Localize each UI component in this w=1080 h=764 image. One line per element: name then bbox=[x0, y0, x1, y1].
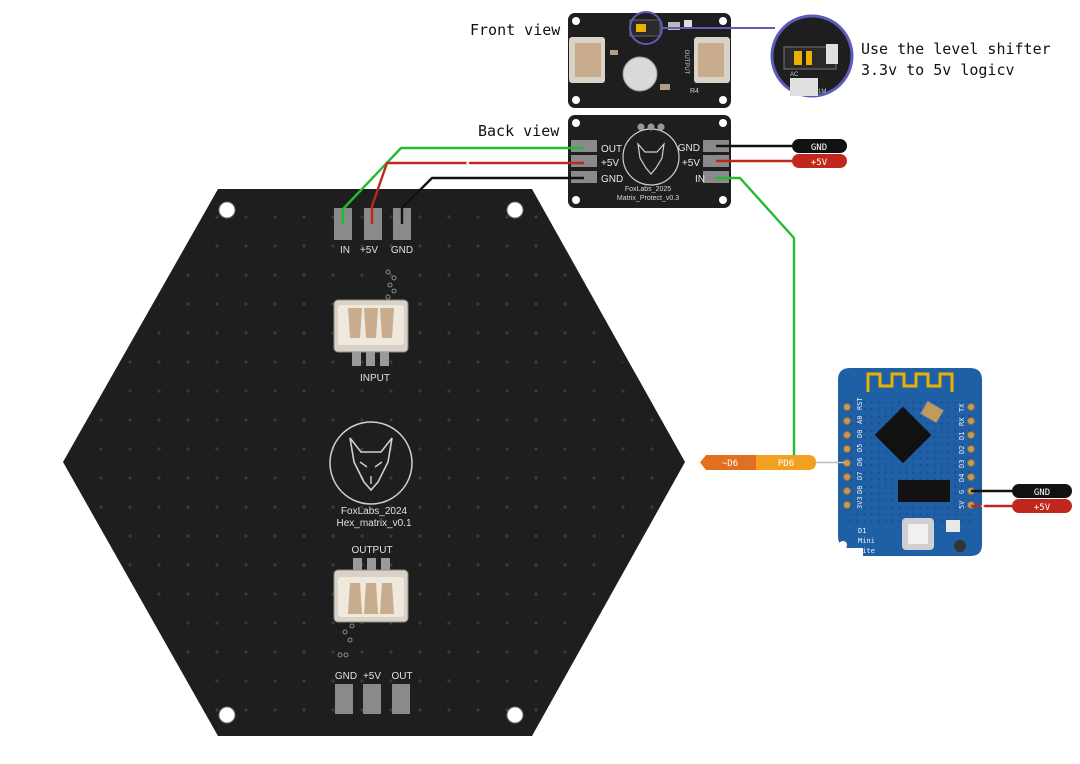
back-right-label-gnd: GND bbox=[678, 143, 700, 154]
pad-label-out: OUT bbox=[391, 671, 412, 682]
wire-tags: GND +5V GND +5V bbox=[792, 139, 1072, 513]
wire-data-d6 bbox=[716, 176, 796, 455]
hex-brand-line2: Hex_matrix_v0.1 bbox=[336, 518, 411, 529]
back-right-label-5v: +5V bbox=[682, 158, 700, 169]
pad-label-gnd: GND bbox=[391, 245, 413, 256]
wemos-pin-d8: D8 bbox=[856, 486, 864, 494]
protect-brand-line2: Matrix_Protect_v0.3 bbox=[617, 195, 679, 202]
wemos-pin-g: G bbox=[958, 490, 966, 494]
flag-pin-tilde-d6: ~D6 bbox=[722, 459, 738, 469]
hex-matrix-board: IN +5V GND INPUT FoxLabs_2024 bbox=[63, 189, 685, 736]
wemos-pin-d7: D7 bbox=[856, 472, 864, 480]
wemos-pin-d1: D1 bbox=[958, 432, 966, 440]
back-view-label: Back view bbox=[478, 122, 560, 140]
wemos-pin-d5: D5 bbox=[856, 444, 864, 452]
wemos-d1-mini-lite: RST A0 D0 D5 D6 D7 D8 3V3 TX RX D1 D2 D3… bbox=[838, 368, 982, 556]
back-left-label-gnd: GND bbox=[601, 174, 623, 185]
pad-out[interactable] bbox=[392, 684, 410, 714]
arrow-marker bbox=[980, 500, 989, 512]
protect-board-back: OUT +5V GND GND +5V IN FoxLabs_2025 Matr… bbox=[568, 115, 731, 208]
wire-data-in bbox=[341, 146, 584, 224]
wemos-pin-a0: A0 bbox=[856, 416, 864, 424]
via-cluster bbox=[337, 269, 397, 658]
d6-pin-flag: ~D6 PD6 bbox=[700, 455, 816, 470]
wemos-pin-rx: RX bbox=[958, 417, 966, 426]
zoom-silk-ac: AC bbox=[790, 72, 799, 78]
output-label: OUTPUT bbox=[351, 545, 392, 556]
tag-gnd-wemos: GND bbox=[1034, 488, 1050, 498]
pad-label-5v: +5V bbox=[360, 245, 378, 256]
tag-gnd-protect: GND bbox=[811, 143, 827, 153]
wemos-model-line3: Lite bbox=[858, 547, 875, 555]
level-shifter-zoom: AC 1M bbox=[770, 14, 854, 98]
tag-5v-wemos: +5V bbox=[1034, 503, 1051, 513]
hex-brand-line1: FoxLabs_2024 bbox=[341, 506, 408, 517]
wires bbox=[341, 144, 1012, 508]
pad-label-in: IN bbox=[340, 245, 350, 256]
wire-5v-hex bbox=[370, 161, 584, 224]
pad-gnd-out[interactable] bbox=[335, 684, 353, 714]
protect-board-front: R4 OUTPUT bbox=[568, 13, 731, 108]
mounting-hole bbox=[506, 706, 524, 724]
output-connector[interactable] bbox=[333, 558, 409, 623]
wemos-model-line2: Mini bbox=[858, 537, 875, 545]
back-left-label-5v: +5V bbox=[601, 158, 619, 169]
input-connector[interactable] bbox=[333, 299, 409, 366]
wemos-pin-d0: D0 bbox=[856, 430, 864, 438]
zoom-silk-1m: 1M bbox=[818, 89, 826, 95]
back-right-label-in: IN bbox=[695, 174, 705, 185]
wire-gnd-hex bbox=[400, 176, 584, 224]
pad-label-5v-out: +5V bbox=[363, 671, 381, 682]
fox-logo bbox=[329, 421, 413, 505]
front-silk-output: OUTPUT bbox=[683, 50, 689, 75]
wemos-pin-d3: D3 bbox=[958, 460, 966, 468]
mounting-hole bbox=[218, 706, 236, 724]
wemos-pin-tx: TX bbox=[958, 403, 966, 412]
level-shifter-note-line1: Use the level shifter bbox=[861, 40, 1051, 58]
wemos-pin-d2: D2 bbox=[958, 446, 966, 454]
tag-5v-protect: +5V bbox=[811, 158, 828, 168]
wemos-pin-d4: D4 bbox=[958, 474, 966, 482]
wemos-pin-5v: 5V bbox=[958, 500, 966, 509]
mounting-hole bbox=[218, 201, 236, 219]
arrow-marker bbox=[465, 157, 474, 169]
level-shifter-note-line2: 3.3v to 5v logicv bbox=[861, 61, 1015, 79]
mounting-hole bbox=[506, 201, 524, 219]
input-label: INPUT bbox=[360, 373, 390, 384]
wemos-pin-3v3: 3V3 bbox=[856, 496, 864, 509]
wemos-model-line1: D1 bbox=[858, 527, 866, 535]
wemos-pin-rst: RST bbox=[856, 397, 864, 410]
wemos-pin-d6: D6 bbox=[856, 458, 864, 466]
pad-5v-out[interactable] bbox=[363, 684, 381, 714]
pad-label-gnd-out: GND bbox=[335, 671, 357, 682]
front-silk-r4: R4 bbox=[690, 88, 699, 95]
flag-pin-pd6: PD6 bbox=[778, 459, 794, 469]
back-left-label-out: OUT bbox=[601, 144, 622, 155]
front-view-label: Front view bbox=[470, 21, 561, 39]
protect-brand-line1: FoxLabs_2025 bbox=[625, 186, 671, 193]
